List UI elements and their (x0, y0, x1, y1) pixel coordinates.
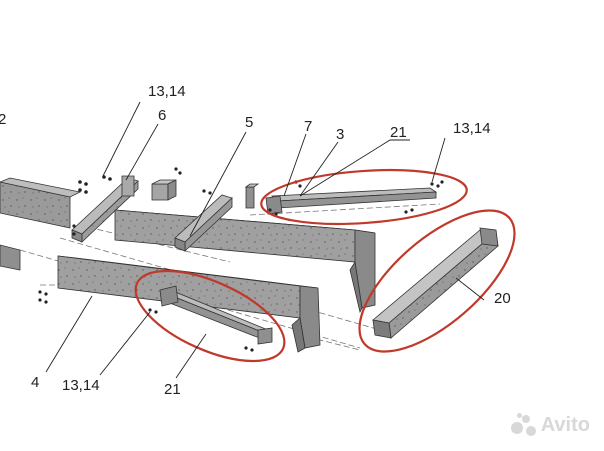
highlight-ellipse-box-beam (358, 209, 516, 353)
label-7: 7 (304, 118, 312, 135)
label-3: 3 (336, 126, 344, 143)
lower-beam-part-4 (57, 255, 321, 353)
label-13-14-right: 13,14 (453, 120, 491, 137)
label-5: 5 (245, 114, 253, 131)
highlight-ellipse-bottom-brace (134, 269, 286, 363)
label-20: 20 (494, 290, 511, 307)
highlight-markers (134, 168, 516, 363)
label-13-14-top: 13,14 (148, 83, 186, 100)
label-4: 4 (31, 374, 39, 391)
beam-part-2 (0, 177, 82, 271)
label-21-bottom: 21 (164, 381, 181, 398)
brace-part-21-top (265, 187, 438, 215)
cross-member-part-5 (174, 194, 233, 252)
label-2: 2 (0, 111, 6, 128)
brace-part-21-bottom (159, 285, 273, 345)
bracket-small (151, 179, 177, 201)
post-part-7 (244, 183, 260, 209)
avito-watermark: Avito (510, 413, 590, 437)
label-6: 6 (158, 107, 166, 124)
label-21-top: 21 (390, 124, 407, 141)
avito-logo-icon (510, 413, 537, 437)
cross-member-part-6 (71, 175, 139, 243)
main-beam-part-3 (114, 209, 376, 314)
highlight-ellipse-top-brace (260, 168, 468, 226)
leader-lines (45, 101, 485, 379)
label-13-14-bottom: 13,14 (62, 377, 100, 394)
avito-watermark-text: Avito (540, 413, 590, 436)
fasteners (38, 167, 444, 352)
box-beam-part-20 (372, 227, 499, 339)
